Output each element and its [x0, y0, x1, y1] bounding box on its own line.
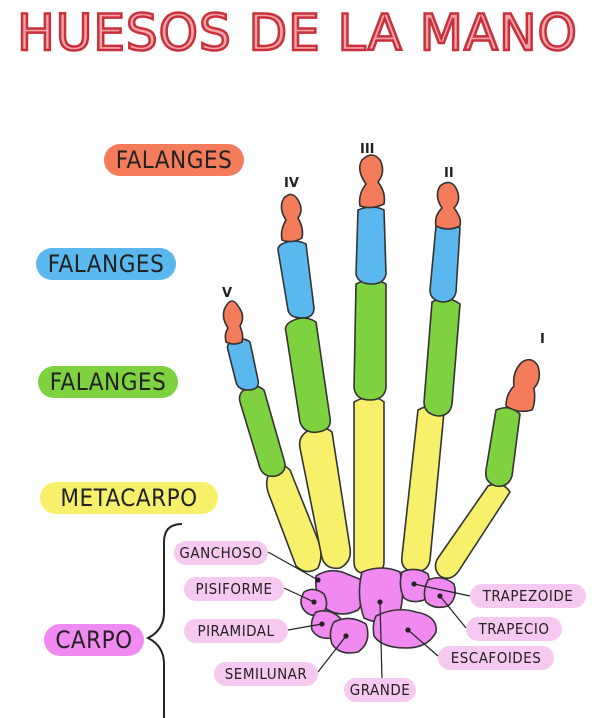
- proximal-iv: [284, 317, 332, 434]
- leader-lines: [267, 551, 471, 681]
- finger-iii-label: III: [360, 142, 375, 157]
- finger-ii-label: II: [444, 166, 454, 181]
- carpal-escafoides: [372, 608, 437, 649]
- proximal-ii: [423, 297, 461, 417]
- middle-iii: [355, 206, 387, 285]
- label-grande: GRANDE: [344, 678, 416, 702]
- distal-i: [505, 358, 541, 413]
- distal-iv: [280, 193, 304, 243]
- distal-ii: [434, 181, 462, 230]
- distal-iii: [358, 154, 386, 209]
- carpo-bracket: [145, 523, 183, 718]
- proximal-i: [484, 406, 521, 488]
- label-pisiforme: PISIFORME: [184, 577, 284, 601]
- label-falanges-media: FALANGES: [36, 248, 176, 280]
- carpals: [300, 567, 456, 654]
- metacarpals: [265, 396, 511, 580]
- page-title: HUESOS DE LA MANO: [16, 3, 578, 64]
- middle-v: [226, 338, 260, 391]
- label-escafoides: ESCAFOIDES: [438, 646, 554, 670]
- label-falanges-distal: FALANGES: [104, 144, 244, 176]
- carpal-trapecio: [423, 576, 456, 609]
- label-piramidal: PIRAMIDAL: [184, 619, 288, 643]
- finger-i-label: I: [540, 332, 545, 347]
- metacarpal-ii: [400, 405, 445, 573]
- proximal-v: [238, 385, 286, 478]
- label-semilunar: SEMILUNAR: [214, 662, 318, 686]
- finger-v-label: V: [222, 286, 233, 301]
- middle-phalanges: [226, 206, 461, 391]
- distal-v: [222, 300, 244, 345]
- proximal-phalanges: [238, 279, 521, 488]
- carpal-semilunar: [329, 617, 369, 654]
- middle-ii: [429, 222, 461, 303]
- label-carpo: CARPO: [44, 624, 144, 656]
- distal-phalanges: [222, 154, 541, 413]
- metacarpal-iii: [353, 396, 385, 575]
- label-trapezoide: TRAPEZOIDE: [470, 584, 586, 608]
- label-falanges-proximal: FALANGES: [38, 366, 178, 398]
- label-metacarpo: METACARPO: [40, 482, 218, 514]
- label-trapecio: TRAPECIO: [466, 617, 562, 641]
- proximal-iii: [353, 279, 387, 401]
- metacarpal-i: [434, 483, 511, 580]
- finger-iv-label: IV: [284, 176, 299, 191]
- label-ganchoso: GANCHOSO: [174, 541, 268, 565]
- middle-iv: [277, 240, 315, 319]
